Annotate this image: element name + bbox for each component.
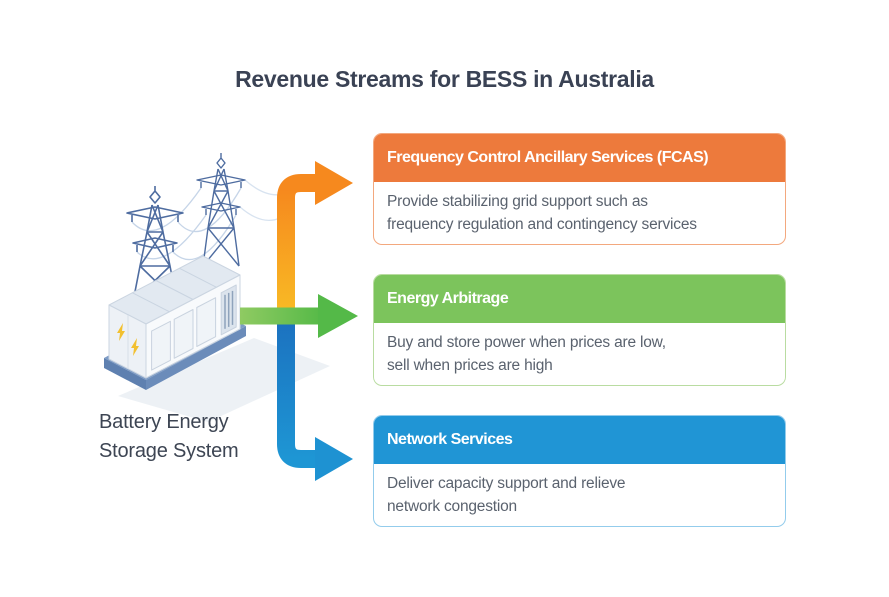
card-network-services-description: Deliver capacity support and relieve net… — [387, 475, 626, 515]
transmission-tower-right-icon — [196, 153, 246, 267]
card-fcas-description: Provide stabilizing grid support such as… — [387, 193, 697, 233]
arbitrage-arrowhead-icon — [318, 294, 358, 338]
network-arrowhead-icon — [315, 437, 353, 481]
battery-container-icon — [104, 255, 246, 390]
card-energy-arbitrage-description: Buy and store power when prices are low,… — [387, 334, 666, 374]
lightning-bolt-icon — [117, 323, 125, 341]
lightning-bolt-icon — [131, 338, 139, 356]
card-fcas-header: Frequency Control Ancillary Services (FC… — [374, 134, 785, 182]
battery-system-label: Battery Energy Storage System — [99, 411, 239, 462]
fcas-arrowhead-icon — [315, 161, 353, 205]
page-title: Revenue Streams for BESS in Australia — [235, 66, 654, 92]
card-network-services: Network Services Deliver capacity suppor… — [373, 415, 786, 527]
card-fcas: Frequency Control Ancillary Services (FC… — [373, 133, 786, 245]
fcas-arrow — [277, 161, 353, 322]
card-energy-arbitrage-header: Energy Arbitrage — [374, 275, 785, 323]
arbitrage-arrow — [240, 294, 358, 338]
card-energy-arbitrage: Energy Arbitrage Buy and store power whe… — [373, 274, 786, 386]
transmission-tower-left-icon — [126, 186, 184, 303]
card-network-services-header: Network Services — [374, 416, 785, 464]
network-arrow — [277, 310, 353, 481]
